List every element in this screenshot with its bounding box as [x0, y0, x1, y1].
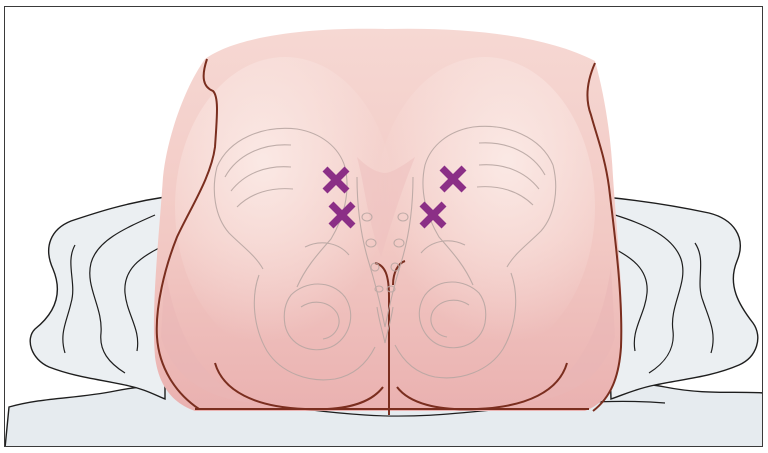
drape-left: [30, 197, 165, 399]
buttocks-body: [154, 29, 622, 415]
drape-right: [605, 197, 758, 399]
pelvis-illustration: [5, 7, 763, 447]
illustration-frame: [4, 6, 763, 447]
